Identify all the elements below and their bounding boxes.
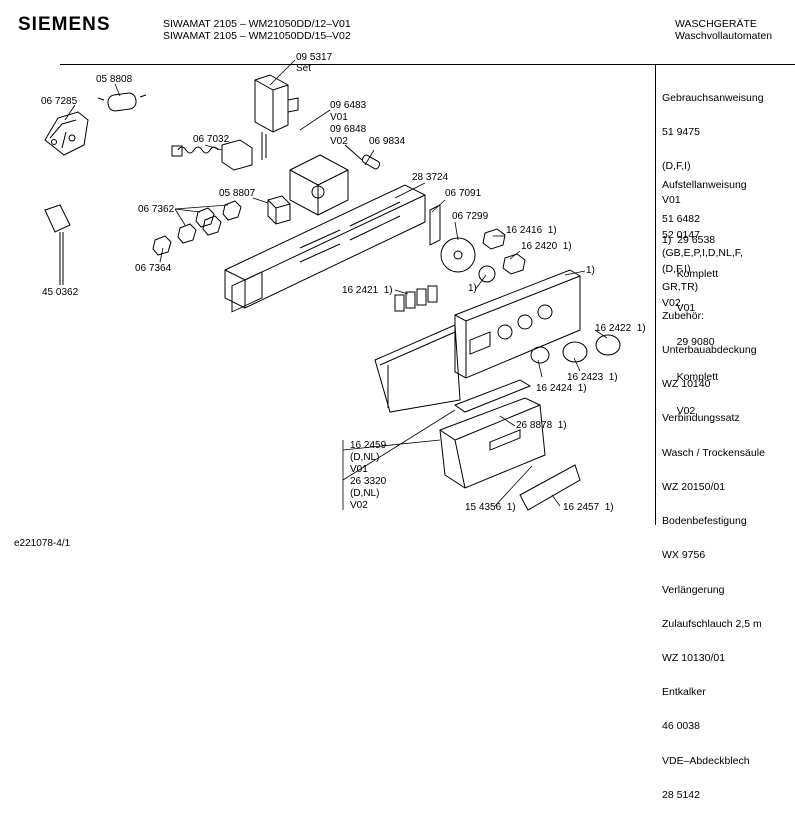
sidebar-line: V01 [662, 194, 681, 207]
sidebar-line: 29 9080 [662, 336, 715, 349]
sidebar-line: (GB,E,P,I,D,NL,F, [662, 247, 743, 260]
bracket-067285 [44, 111, 89, 156]
sidebar-line: Wasch / Trockensäule [662, 446, 765, 459]
fascia-panel [454, 269, 581, 379]
model-line-2: SIWAMAT 2105 – WM21050DD/15–V02 [163, 30, 351, 42]
part-label: V02 [330, 136, 348, 147]
part-label: (D,NL) [350, 488, 380, 499]
model-info: SIWAMAT 2105 – WM21050DD/12–V01 SIWAMAT … [163, 18, 351, 42]
sidebar-line: Bodenbefestigung [662, 515, 747, 528]
diagram-area [60, 64, 655, 525]
sidebar-line: 51 6482 [662, 213, 700, 226]
buttons-162421 [394, 285, 438, 312]
part-label: 16 2457 1) [563, 502, 614, 513]
sidebar-line: Komplett [662, 268, 719, 281]
sidebar-line: (D,F,I) [662, 262, 691, 275]
sensor-069834 [344, 144, 381, 170]
parts-067091-067299 [429, 204, 496, 283]
part-label: 16 2420 1) [521, 241, 572, 252]
sidebar-line: 1) 29 6538 [662, 233, 716, 246]
part-label: 06 9834 [369, 136, 406, 147]
part-label: 06 7285 [41, 96, 78, 107]
sidebar-line: Verlängerung [662, 583, 725, 596]
part-label: 05 8807 [219, 188, 256, 199]
category-info: WASCHGERÄTE Waschvollautomaten [675, 18, 772, 42]
flap-162457 [519, 464, 581, 511]
sidebar-line: VDE–Abdeckblech [662, 754, 750, 767]
part-label: 09 6848 [330, 124, 367, 135]
sidebar-line: V01 [662, 302, 696, 315]
part-label: 16 2422 1) [595, 323, 646, 334]
capacitor-058808 [97, 92, 147, 112]
part-label: 26 3320 [350, 476, 387, 487]
part-label: 06 7032 [193, 134, 230, 145]
sidebar-line: Unterbauabdeckung [662, 344, 757, 357]
sidebar-line: WZ 10140 [662, 378, 711, 391]
sidebar-line: GR,TR) [662, 281, 699, 294]
sidebar-line: 52 0147 [662, 228, 700, 241]
sidebar-line: 28 5142 [662, 788, 700, 801]
sidebar-line: Zulaufschlauch 2,5 m [662, 617, 762, 630]
part-058807 [267, 195, 291, 225]
part-label: 16 2416 1) [506, 225, 557, 236]
sidebar-line: Zubehör: [662, 309, 705, 322]
part-label: 28 3724 [412, 172, 449, 183]
category-line-1: WASCHGERÄTE [675, 18, 757, 30]
power-plug-450362 [44, 204, 71, 285]
sidebar-line: Gebrauchsanweisung [662, 91, 764, 104]
part-label: 45 0362 [42, 287, 79, 298]
detergent-drawer-268878 [439, 379, 546, 489]
complete-block: 1) 29 6538 Komplett V01 29 9080 Komplett… [662, 212, 718, 440]
sidebar-line: WZ 10130/01 [662, 652, 726, 664]
sidebar-line: Aufstellanweisung [662, 178, 747, 191]
part-label: V02 [350, 500, 368, 511]
part-label: 06 7091 [445, 188, 482, 199]
install-block: Aufstellanweisung 51 6482 (GB,E,P,I,D,NL… [662, 157, 747, 317]
part-label: 1) [586, 265, 595, 276]
sidebar-line: (D,F,I) [662, 160, 691, 173]
part-label: 15 4356 1) [465, 502, 516, 513]
timer-096483 [289, 154, 349, 216]
part-label: 09 6483 [330, 100, 367, 111]
part-label: 06 7299 [452, 211, 489, 222]
sidebar-line: Verbindungssatz [662, 412, 740, 425]
sidebar-line: Entkalker [662, 686, 706, 699]
part-label: 05 8808 [96, 74, 133, 85]
sidebar-line: WZ 20150/01 [662, 480, 726, 493]
sidebar-line: V02 [662, 297, 681, 310]
model-line-1: SIWAMAT 2105 – WM21050DD/12–V01 [163, 18, 351, 30]
drawing-code: e221078-4/1 [14, 538, 71, 549]
part-label: V01 [350, 464, 368, 475]
part-label: Set [296, 63, 312, 74]
part-label: 06 7362 [138, 204, 175, 215]
part-label: 09 5317 [296, 52, 333, 63]
sidebar-line: V02 [662, 404, 696, 417]
exploded-view-drawing [44, 59, 621, 511]
lower-panel [374, 324, 461, 413]
part-label: 16 2423 1) [567, 372, 618, 383]
category-line-2: Waschvollautomaten [675, 30, 773, 42]
brand-logo: SIEMENS [18, 14, 111, 35]
knobs-fascia [530, 334, 621, 364]
part-label: 16 2421 1) [342, 285, 393, 296]
spring-067032 [171, 139, 253, 171]
sidebar-line: 46 0038 [662, 720, 700, 733]
sidebar-line: WX 9756 [662, 549, 706, 562]
part-label: (D,NL) [350, 452, 380, 463]
sidebar-line: Komplett [662, 370, 719, 383]
knob-group-067362 [152, 200, 242, 256]
part-label: 06 7364 [135, 263, 172, 274]
sidebar-line: 51 9475 [662, 126, 700, 139]
part-label: 1) [468, 283, 477, 294]
connectors-162416-162420 [482, 228, 526, 275]
manual-block: Gebrauchsanweisung 51 9475 (D,F,I) V01 5… [662, 70, 764, 332]
control-frame-283724 [224, 184, 426, 313]
part-label: V01 [330, 112, 348, 123]
part-label: 16 2424 1) [536, 383, 587, 394]
switch-095317 [254, 74, 299, 160]
part-label: 16 2459 [350, 440, 387, 451]
part-label: 26 8878 1) [516, 420, 567, 431]
